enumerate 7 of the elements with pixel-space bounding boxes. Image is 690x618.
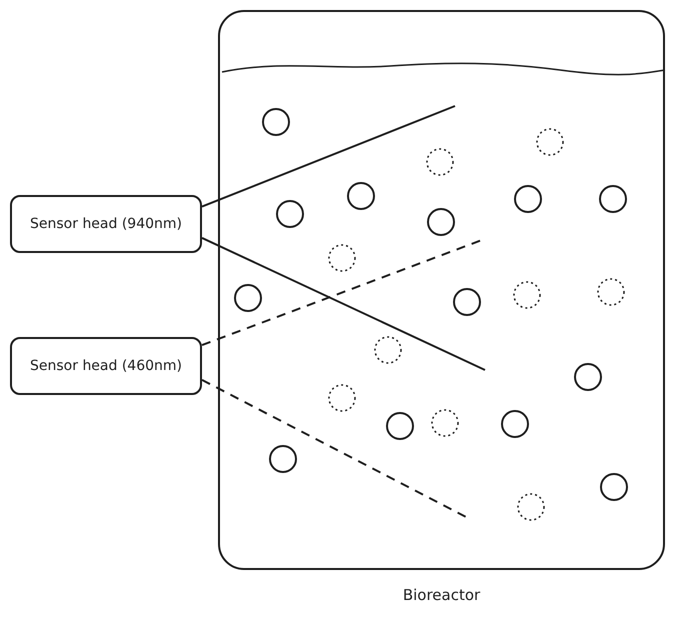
sensor-head-box: Sensor head (460nm) [10,337,202,395]
sensor-head-box: Sensor head (940nm) [10,195,202,253]
beam-line [202,237,486,371]
dashed-beam-line [202,239,482,346]
vessel-label: Bioreactor [402,586,482,604]
beam-line [202,105,456,208]
dashed-beam-line [202,379,468,519]
